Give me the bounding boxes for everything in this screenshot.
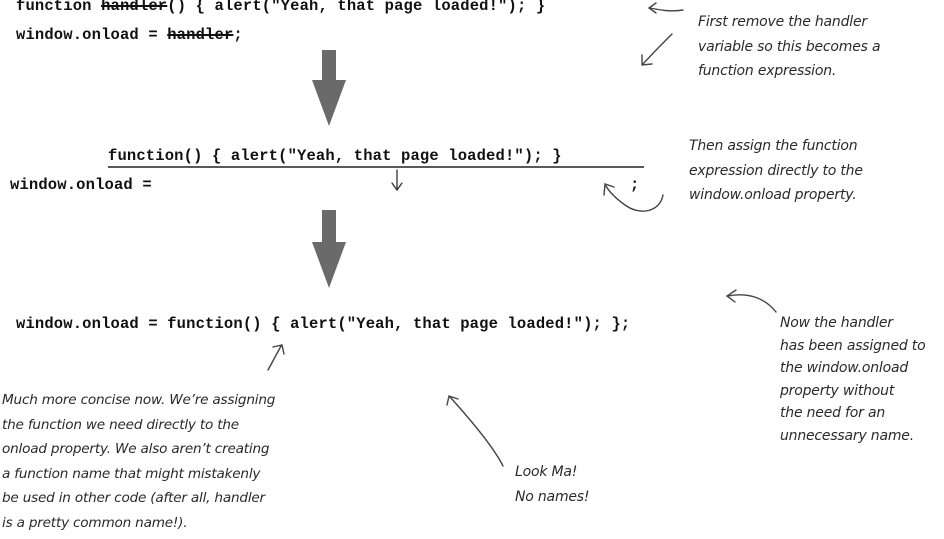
step2-function-expression: function() { alert("Yeah, that page load…	[108, 147, 562, 165]
crossed-out-handler-name: handler	[101, 0, 168, 15]
assignment-prefix: window.onload =	[16, 26, 168, 44]
final-code-text: window.onload = function() { alert("Yeah…	[16, 315, 631, 333]
step2-note: Then assign the function expression dire…	[689, 134, 863, 208]
note-line: has been assigned to	[780, 337, 926, 354]
note-line: be used in other code (after all, handle…	[2, 490, 265, 506]
note-line: Much more concise now. We’re assigning	[2, 392, 276, 408]
note-line: Then assign the function	[689, 138, 858, 154]
look-ma-note: Look Ma! No names!	[515, 460, 590, 509]
assignment-semicolon: ;	[233, 26, 243, 44]
look-ma-arrow-icon	[446, 395, 504, 467]
step1-function-declaration: function handler() { alert("Yeah, that p…	[16, 0, 545, 15]
down-arrow-icon	[312, 50, 346, 126]
up-arrow-icon	[267, 344, 285, 371]
note-line: First remove the handler	[698, 14, 867, 30]
curved-pointer-arrow-icon	[603, 183, 664, 212]
note-line: Look Ma!	[515, 464, 578, 480]
note-line: No names!	[515, 488, 590, 505]
note-line: the window.onload	[780, 360, 909, 376]
note-line: expression directly to the	[689, 162, 863, 179]
note-line: variable so this becomes a	[698, 38, 881, 55]
function-keyword: function	[16, 0, 102, 15]
crossed-out-handler-reference: handler	[167, 26, 234, 44]
down-arrow-icon	[312, 210, 346, 288]
note-line: the function we need directly to the	[2, 416, 239, 433]
note-line: window.onload property.	[689, 187, 857, 203]
note-line: the need for an	[780, 405, 886, 421]
step1-note: First remove the handler variable so thi…	[698, 10, 881, 84]
step1-onload-assignment: window.onload = handler;	[16, 26, 243, 44]
step3-right-note: Now the handler has been assigned to the…	[780, 312, 926, 447]
semicolon: ;	[630, 176, 640, 194]
note-line: a function name that might mistakenly	[2, 465, 261, 482]
note-line: unnecessary name.	[780, 427, 914, 444]
note-line: onload property. We also aren’t creating	[2, 441, 270, 457]
step2-semicolon: ;	[630, 176, 639, 194]
pointer-arrow-icon	[641, 33, 673, 66]
note-line: Now the handler	[780, 315, 893, 331]
note-line: function expression.	[698, 63, 837, 79]
function-body: () { alert("Yeah, that page loaded!"); }	[167, 0, 546, 15]
note-line: is a pretty common name!).	[2, 514, 188, 531]
pointer-arrow-icon	[647, 2, 684, 14]
step3-final-code: window.onload = function() { alert("Yeah…	[16, 315, 630, 333]
assignment-prefix: window.onload =	[10, 176, 152, 194]
small-down-arrow-icon	[391, 169, 403, 192]
step3-left-note: Much more concise now. We’re assigning t…	[2, 388, 275, 535]
note-line: property without	[780, 382, 895, 399]
function-expression-text: function() { alert("Yeah, that page load…	[108, 147, 562, 165]
step2-onload-assignment: window.onload =	[10, 176, 152, 194]
curved-pointer-arrow-icon	[725, 289, 777, 313]
